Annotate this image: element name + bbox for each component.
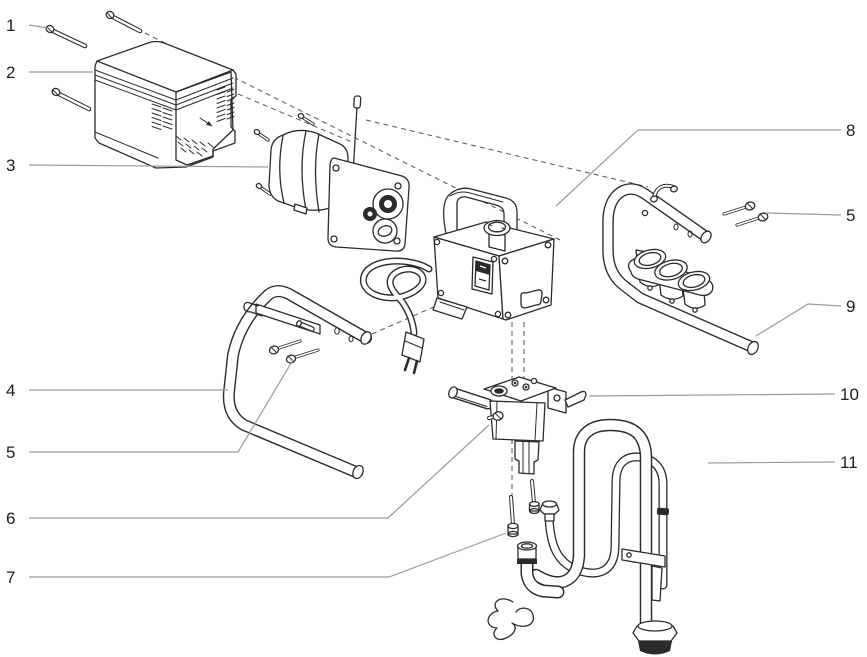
shroud-cavity: [175, 71, 234, 166]
tube-coupling: [656, 507, 670, 516]
plug-blade: [403, 356, 411, 372]
callout-label: 11: [840, 453, 858, 472]
hose-clamp: [621, 548, 666, 602]
callout-5-8: 5: [765, 206, 855, 225]
cart-frame: [222, 285, 372, 480]
handle-bolts: [722, 201, 769, 227]
interior-mark: [199, 117, 213, 127]
leader-line: [28, 24, 49, 29]
hook-pin: [243, 301, 263, 317]
label-recess: [520, 289, 543, 309]
callout-4-3: 4: [6, 381, 228, 400]
hex-bolt: [735, 212, 769, 227]
socket-screw: [507, 495, 519, 538]
floor-grill: [175, 135, 214, 157]
u-bolt-clamp: [650, 183, 678, 203]
hex-bolt: [285, 348, 320, 364]
valve-lever: [564, 390, 587, 408]
callout-11-11: 11: [707, 453, 858, 472]
callout-8-7: 8: [555, 121, 855, 207]
shroud-body: [94, 40, 237, 169]
pressure-knob: [483, 219, 511, 252]
manifold-body: [489, 400, 546, 442]
hex-bolt: [268, 339, 302, 355]
leader-line: [29, 424, 490, 519]
callout-label: 5: [846, 206, 855, 225]
callout-9-9: 9: [755, 297, 855, 337]
motor-clip: [293, 203, 308, 215]
callout-label: 2: [6, 63, 15, 82]
side-fitting: [487, 411, 504, 421]
crank-boss: [372, 218, 398, 244]
retaining-clip: [487, 598, 535, 641]
callout-7-6: 7: [6, 532, 507, 587]
callout-label: 4: [6, 381, 15, 400]
leader-line: [588, 393, 836, 397]
callout-label: 1: [6, 16, 15, 35]
screw: [51, 87, 92, 112]
callout-label: 3: [6, 156, 15, 175]
callout-label: 9: [846, 297, 855, 316]
callout-5-4: 5: [6, 359, 294, 462]
screw: [253, 128, 270, 142]
bolt-head: [641, 209, 649, 217]
vent-slats: [151, 86, 235, 130]
hex-bolt: [722, 201, 756, 216]
screw: [255, 182, 272, 196]
leader-line: [555, 129, 841, 207]
spacer-pin: [295, 319, 315, 332]
motor-assembly: [253, 95, 410, 252]
return-fitting: [539, 500, 560, 522]
shroud-screws: [45, 10, 143, 112]
callout-label: 8: [846, 121, 855, 140]
elbow-fitting: [516, 541, 565, 599]
inlet-strainer: [632, 620, 678, 655]
stud: [530, 377, 538, 385]
control-box: [432, 187, 555, 321]
callout-label: 10: [840, 385, 859, 404]
mounting-foot: [432, 297, 468, 320]
callout-label: 7: [6, 568, 15, 587]
manifold-top: [483, 376, 557, 402]
callout-label: 6: [6, 509, 15, 528]
leader-line: [765, 212, 842, 216]
outlet-fitting: [448, 386, 494, 410]
leader-line: [29, 359, 294, 453]
shroud-ridges: [94, 69, 234, 159]
motor-mount-screws: [253, 112, 315, 196]
prime-valve: [547, 386, 587, 414]
callout-10-10: 10: [588, 385, 859, 404]
handle-frame-cupholder: [602, 183, 759, 356]
cup-holder: [627, 248, 714, 313]
motor-shroud: [94, 40, 237, 169]
callout-3-2: 3: [6, 156, 269, 175]
plug: [401, 331, 425, 363]
leader-line: [707, 461, 836, 464]
leader-line: [28, 164, 269, 168]
power-switch: [471, 256, 494, 295]
callout-6-5: 6: [6, 424, 490, 528]
frame-bolts: [268, 339, 320, 364]
screw: [45, 24, 88, 49]
leader-line: [29, 532, 507, 578]
screw: [297, 112, 315, 126]
leader-line: [755, 303, 842, 337]
suction-assembly: [516, 418, 678, 655]
plug-blade: [412, 359, 419, 375]
callout-label: 5: [6, 443, 15, 462]
socket-screw: [528, 479, 540, 515]
callouts-layer: 1 2 3 4 5 6 7 8 5 9 10 11: [6, 16, 859, 587]
power-cord: [359, 257, 433, 375]
manifold-screws: [507, 479, 540, 538]
pump-foot: [514, 440, 540, 475]
callout-1-0: 1: [6, 16, 49, 35]
pump-manifold: [448, 376, 587, 475]
callout-2-1: 2: [6, 63, 93, 82]
screw: [105, 10, 143, 34]
